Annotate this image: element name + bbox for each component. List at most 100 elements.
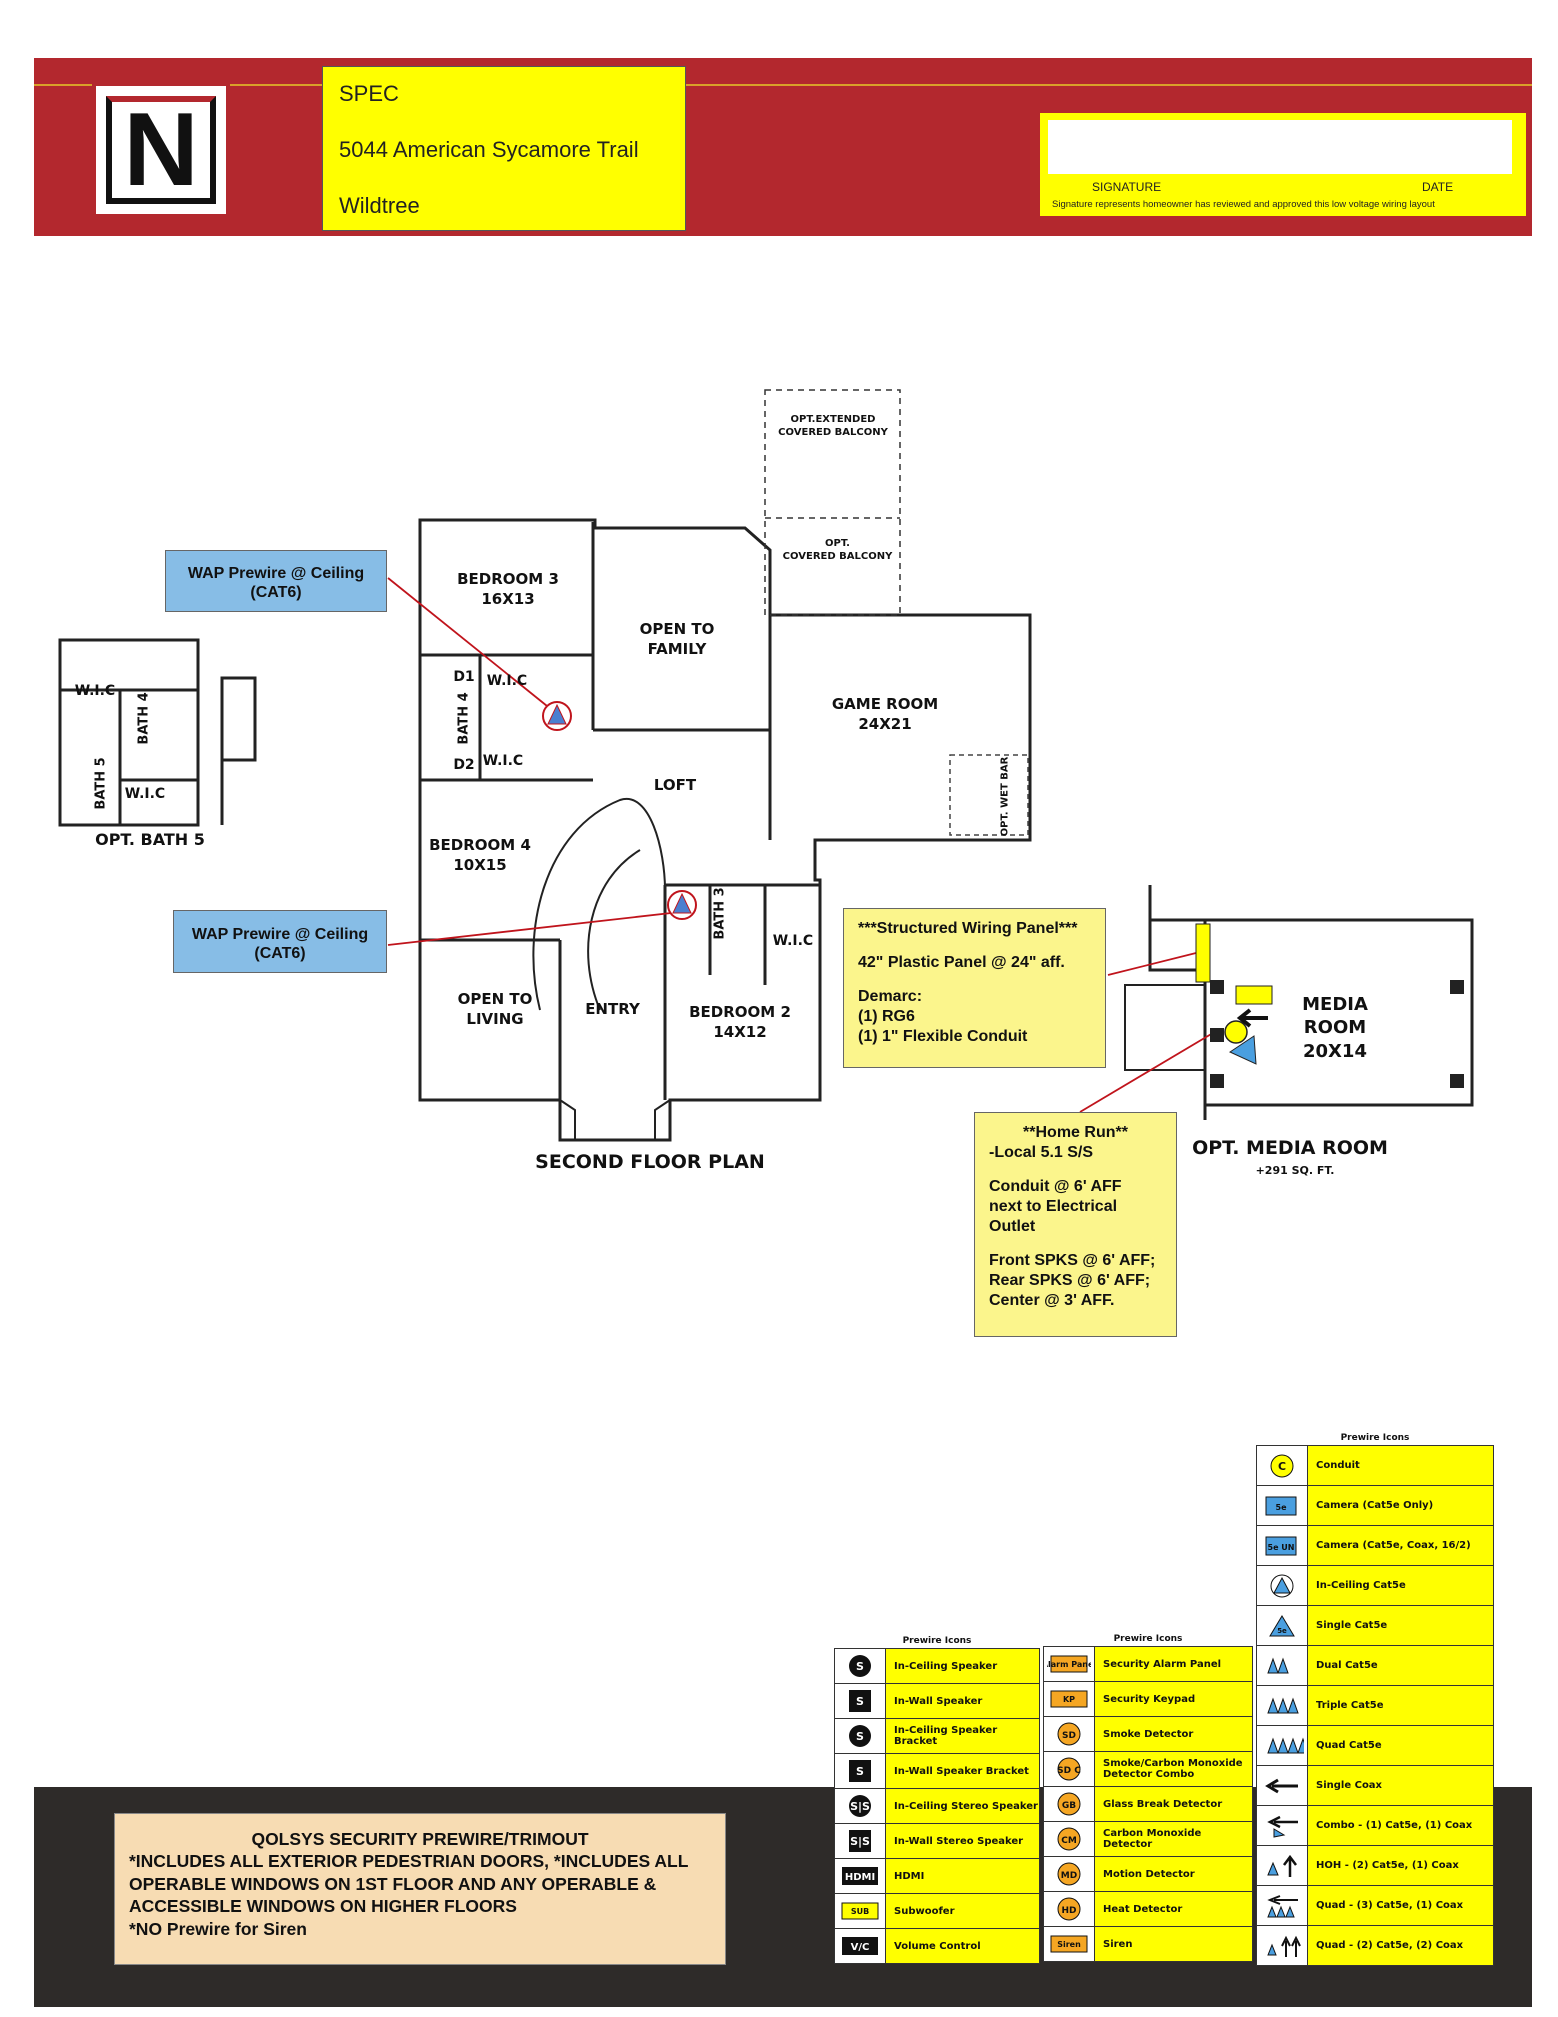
date-label: DATE [1422,180,1454,194]
plan-outline [418,518,1032,1142]
svg-text:C: C [1278,1460,1286,1473]
media-speakers [1210,980,1464,1088]
svg-text:SUB: SUB [851,1907,869,1916]
network-icon [1256,1645,1308,1686]
svg-text:S: S [856,1730,864,1743]
network-icon [1256,1565,1308,1606]
security-icon: GB [1043,1786,1095,1822]
legend-row: MD Motion Detector [1043,1856,1253,1892]
svg-text:Alarm Panel: Alarm Panel [1047,1660,1091,1669]
signature-note: Signature represents homeowner has revie… [1052,199,1435,210]
wire-wap2 [387,911,681,946]
media-cat5e-symbol [1228,1035,1257,1065]
legend-label: Quad - (3) Cat5e, (1) Coax [1307,1885,1494,1926]
callout-wap-prewire-2: WAP Prewire @ Ceiling (CAT6) [173,910,387,973]
network-icon [1256,1805,1308,1846]
network-icon [1256,1925,1308,1966]
legend-label: Single Coax [1307,1765,1494,1806]
legend-label: Quad - (2) Cat5e, (2) Coax [1307,1925,1494,1966]
svg-text:SD: SD [1062,1731,1076,1741]
label-opt-covered-balcony: OPT. COVERED BALCONY [782,538,893,562]
wire-wap1 [387,577,553,711]
legend-label: HOH - (2) Cat5e, (1) Coax [1307,1845,1494,1886]
legend-row: CM Carbon Monoxide Detector [1043,1821,1253,1857]
room-open-to-living: OPEN TO LIVING [457,990,533,1028]
signature-field[interactable] [1048,120,1512,174]
legend-row: Quad Cat5e [1256,1725,1494,1766]
legend-label: Security Alarm Panel [1094,1646,1253,1682]
svg-text:S: S [856,1695,864,1708]
svg-text:CM: CM [1061,1836,1077,1846]
label-bath-3: BATH 3 [712,887,728,940]
room-open-to-family: OPEN TO FAMILY [639,620,715,658]
legend-label: Camera (Cat5e Only) [1307,1485,1494,1526]
media-room-area: +291 SQ. FT. [1255,1164,1335,1177]
label-d1: D1 [453,669,475,685]
legend-label: Dual Cat5e [1307,1645,1494,1686]
room-game-room: GAME ROOM 24X21 [831,695,939,733]
project-community: Wildtree [339,193,420,218]
wire-panel [1107,951,1201,976]
svg-text:5e: 5e [1276,1503,1288,1512]
legend-label: Motion Detector [1094,1856,1253,1892]
panel-title: ***Structured Wiring Panel*** [858,920,1078,937]
svg-text:MD: MD [1061,1871,1077,1881]
legend-label: Security Keypad [1094,1681,1253,1717]
homerun-title: **Home Run** [1023,1124,1128,1141]
network-icon [1256,1685,1308,1726]
label-bath-4: BATH 4 [456,692,472,745]
svg-text:V/C: V/C [851,1942,870,1953]
wap-symbol-2 [667,890,697,920]
svg-text:S|S: S|S [850,1800,870,1813]
legend-label: HDMI [885,1858,1040,1894]
label-wic-2: W.I.C [482,753,524,769]
legend-label: Quad Cat5e [1307,1725,1494,1766]
callout-wap-prewire-1: WAP Prewire @ Ceiling (CAT6) [165,550,387,612]
security-icon: CM [1043,1821,1095,1857]
legend-row: In-Ceiling Cat5e [1256,1565,1494,1606]
svg-text:S|S: S|S [850,1835,870,1848]
company-logo: N [92,82,230,218]
opt-bath-label-bath5: BATH 5 [93,757,109,810]
legend-right-title: Prewire Icons [1340,1433,1410,1443]
signature-box: SIGNATURE DATE Signature represents home… [1040,113,1526,216]
legend-label: In-Wall Speaker Bracket [885,1753,1040,1789]
media-room-title: OPT. MEDIA ROOM [1192,1137,1388,1159]
legend-row: 5e Camera (Cat5e Only) [1256,1485,1494,1526]
legend-mid-title: Prewire Icons [1113,1634,1183,1644]
panel-line-3: (1) RG6 [858,1008,915,1025]
network-icon [1256,1725,1308,1766]
legend-label: Carbon Monoxide Detector [1094,1821,1253,1857]
svg-text:5e: 5e [1277,1627,1287,1635]
logo-frame [106,96,216,204]
opt-bath5-outline [58,638,200,827]
network-icon [1256,1885,1308,1926]
legend-label: Siren [1094,1926,1253,1962]
homerun-line-1: -Local 5.1 S/S [989,1144,1094,1161]
legend-label: Triple Cat5e [1307,1685,1494,1726]
network-icon: 5e [1256,1605,1308,1646]
legend-label: In-Ceiling Cat5e [1307,1565,1494,1606]
room-entry: ENTRY [585,1000,640,1018]
security-notice-box: QOLSYS SECURITY PREWIRE/TRIMOUT *INCLUDE… [114,1813,726,1965]
room-bedroom-2: BEDROOM 2 14X12 [689,1003,791,1041]
media-room-label: MEDIA ROOM 20X14 [1302,994,1368,1062]
label-opt-extended-balcony: OPT.EXTENDED COVERED BALCONY [778,414,888,438]
legend-security: Alarm PanelSecurity Alarm PanelKPSecurit… [1043,1646,1253,1962]
project-info-box: SPEC 5044 American Sycamore Trail Wildtr… [322,66,686,231]
